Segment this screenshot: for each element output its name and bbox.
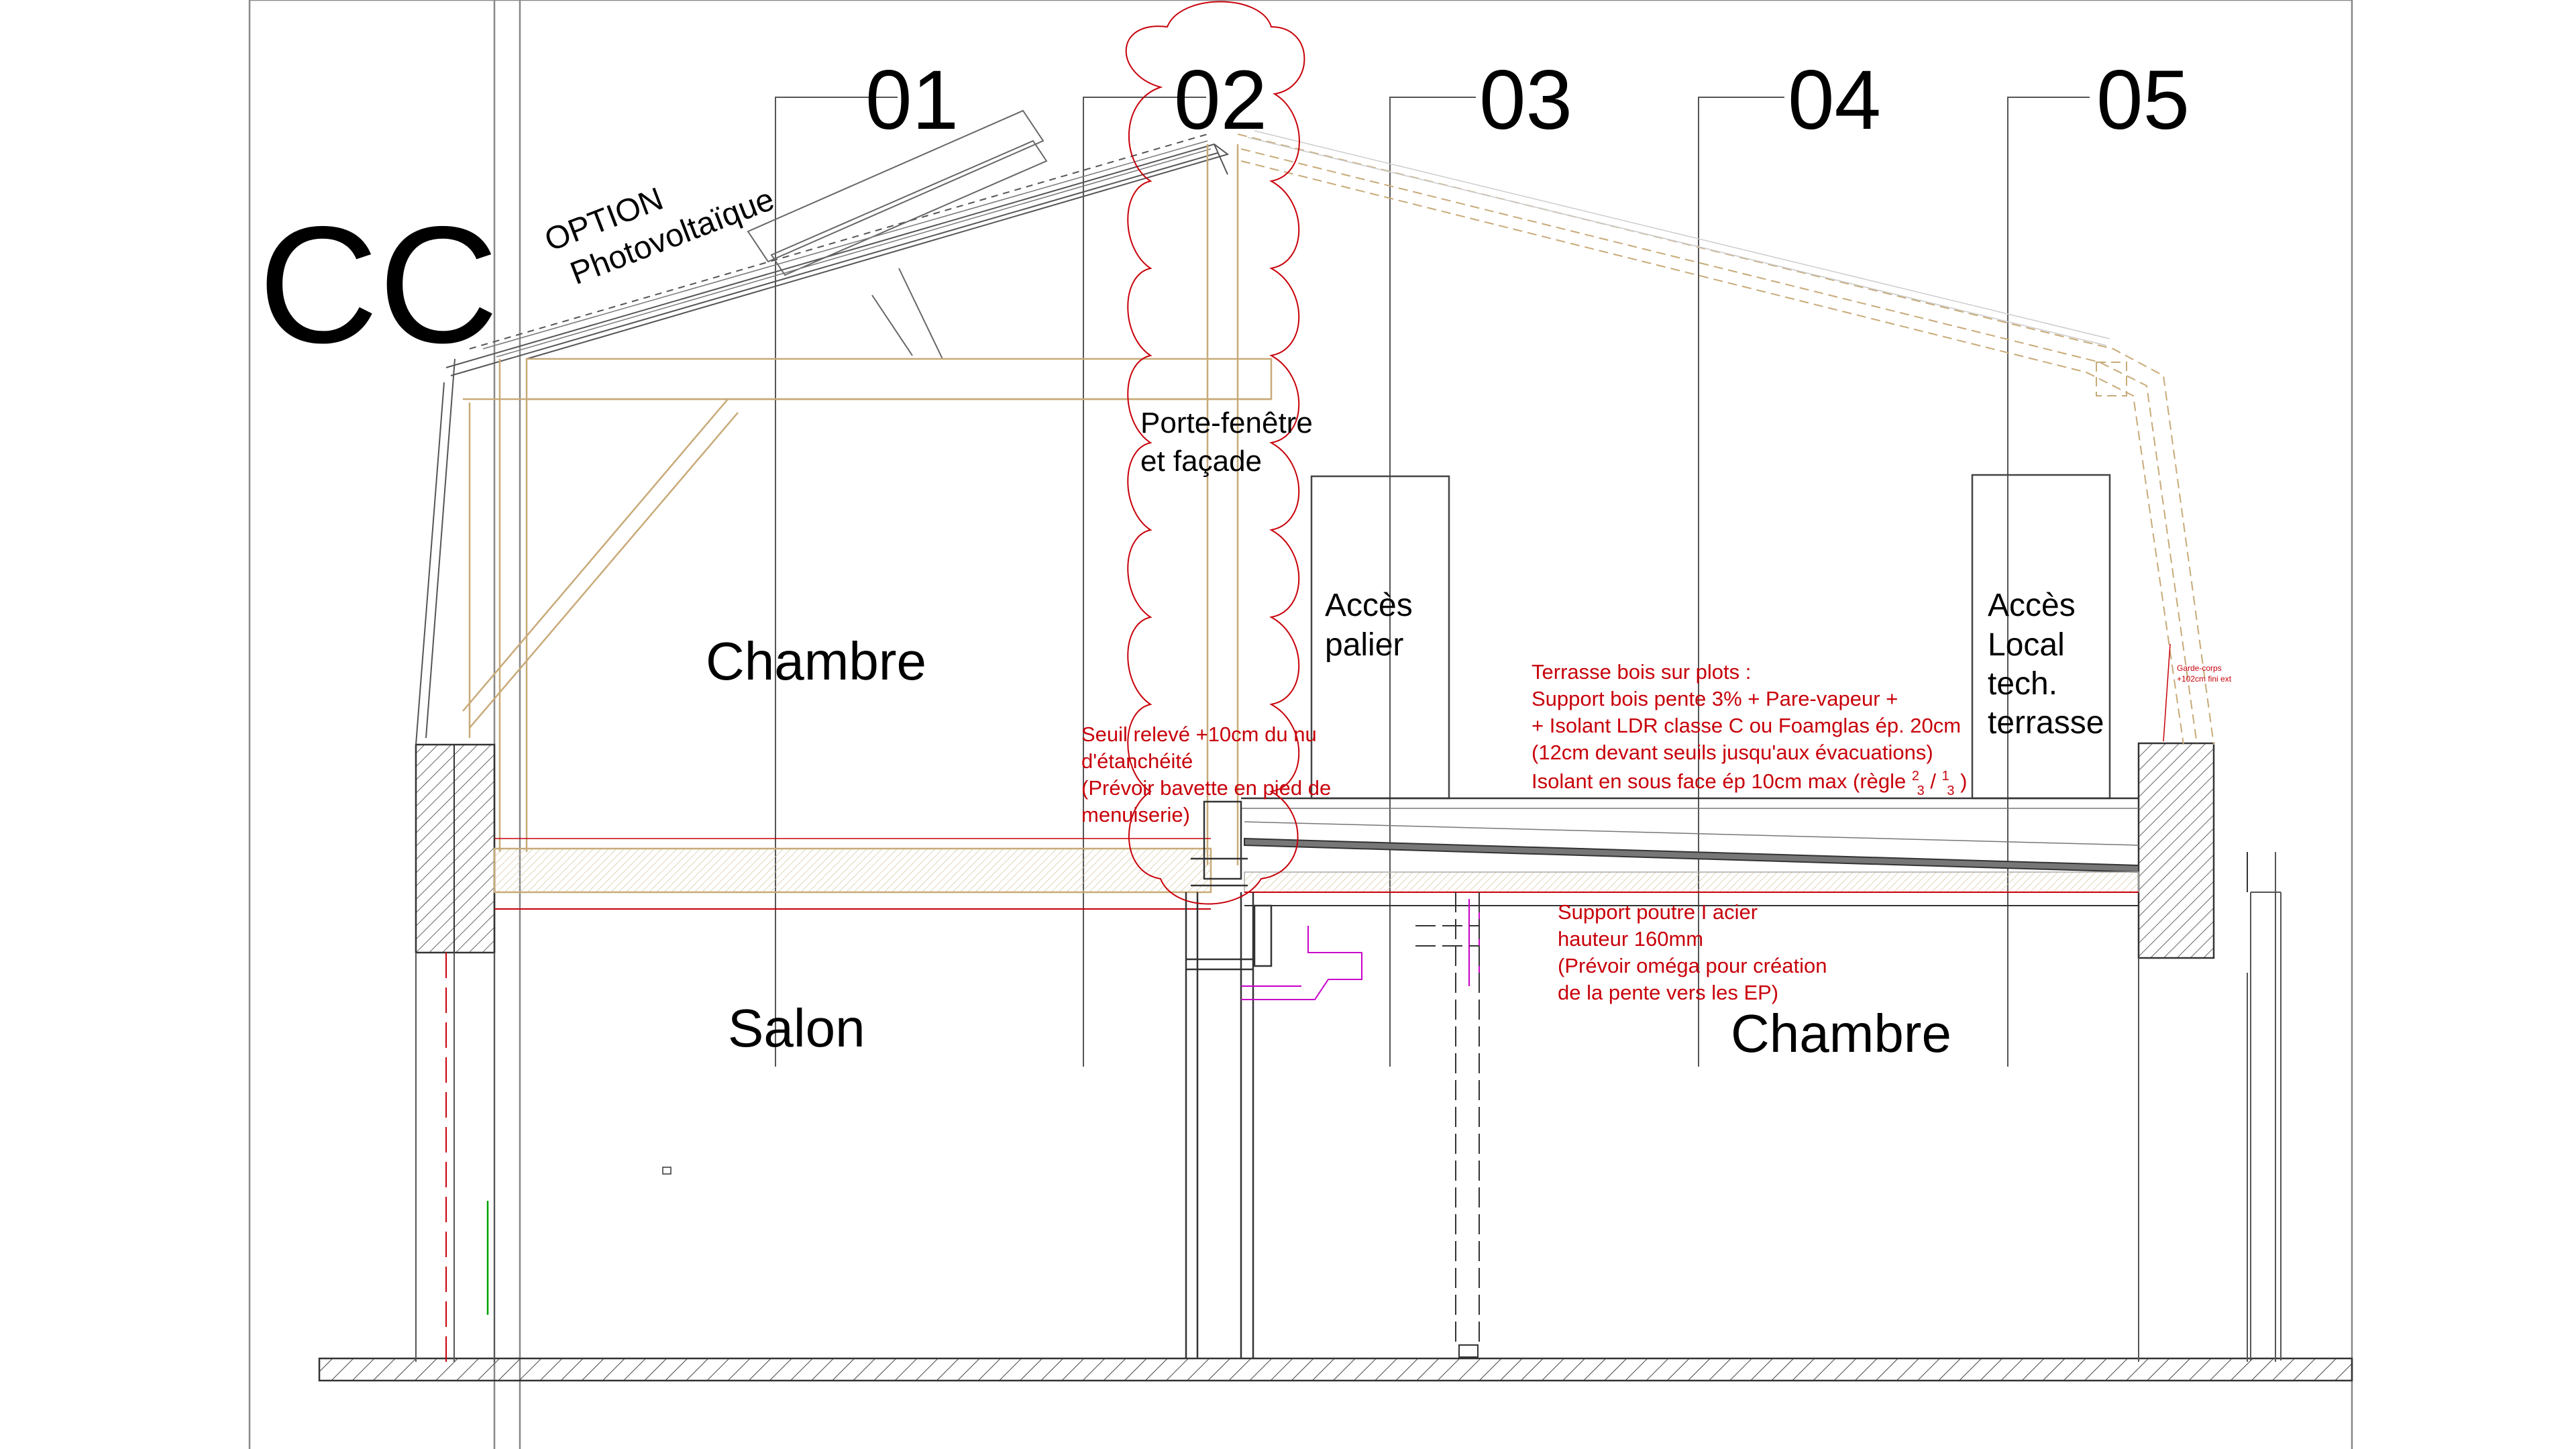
railing-mark	[2163, 643, 2171, 742]
right-wall	[2137, 742, 2276, 1362]
svg-text:Support poutre I acier: Support poutre I acier	[1558, 900, 1758, 924]
svg-text:(Prévoir oméga pour création: (Prévoir oméga pour création	[1558, 954, 1827, 977]
access-palier-label: Accès palier	[1325, 588, 1413, 663]
axis-label-04: 04	[1788, 54, 1881, 147]
roof-right-tiles	[1247, 130, 2110, 346]
axis-lines	[775, 97, 2090, 1067]
svg-text:Isolant en sous face ép 10cm m: Isolant en sous face ép 10cm max (règle …	[1532, 761, 1967, 800]
central-column	[1185, 892, 1273, 1358]
svg-text:Seuil relevé +10cm du nu: Seuil relevé +10cm du nu	[1081, 722, 1317, 746]
timber-frame	[462, 144, 1273, 865]
floor-slab-left	[493, 838, 1212, 910]
section-mark: CC	[258, 191, 498, 378]
pv-panels	[482, 109, 1212, 360]
svg-text:et façade: et façade	[1140, 445, 1262, 478]
svg-text:(Prévoir bavette en pied de: (Prévoir bavette en pied de	[1081, 776, 1331, 800]
svg-text:Garde-corps: Garde-corps	[2177, 663, 2222, 673]
axis-labels: 01 02 03 04 05	[865, 54, 2190, 147]
svg-text:Local: Local	[1988, 627, 2065, 663]
terrace-slab	[1241, 797, 2139, 906]
pv-option-label: OPTION Photovoltaïque	[540, 181, 779, 292]
exterior-post	[2250, 892, 2282, 1360]
steel-post	[1415, 892, 1480, 1348]
railing-note: Garde-corps +102cm fini ext	[2177, 663, 2232, 684]
axis-label-05: 05	[2096, 54, 2190, 147]
svg-text:+ Isolant LDR classe C ou Foam: + Isolant LDR classe C ou Foamglas ép. 2…	[1532, 714, 1961, 737]
axis-label-03: 03	[1479, 54, 1572, 147]
svg-text:(12cm devant seuils jusqu'aux: (12cm devant seuils jusqu'aux évacuation…	[1532, 741, 1933, 764]
svg-text:terrasse: terrasse	[1988, 705, 2104, 741]
access-local-label: Accès Local tech. terrasse	[1988, 588, 2104, 741]
left-wall	[415, 743, 496, 1362]
svg-text:Support bois pente 3% + Pare-v: Support bois pente 3% + Pare-vapeur +	[1532, 687, 1898, 710]
svg-text:Porte-fenêtre: Porte-fenêtre	[1140, 407, 1313, 439]
room-chambre-upper: Chambre	[706, 631, 926, 691]
svg-text:+102cm fini ext: +102cm fini ext	[2177, 674, 2232, 684]
svg-text:de la pente vers les EP): de la pente vers les EP)	[1558, 981, 1778, 1004]
svg-text:Terrasse bois sur plots :: Terrasse bois sur plots :	[1532, 660, 1751, 684]
steel-beam	[1241, 899, 1480, 1000]
svg-text:hauteur 160mm: hauteur 160mm	[1558, 927, 1703, 951]
room-salon: Salon	[728, 998, 865, 1058]
svg-text:menuiserie): menuiserie)	[1081, 803, 1190, 826]
terrace-note: Terrasse bois sur plots : Support bois p…	[1532, 660, 1967, 800]
axis-label-01: 01	[865, 54, 959, 147]
sill-note: Seuil relevé +10cm du nu d'étanchéité (P…	[1081, 722, 1331, 826]
beam-note: Support poutre I acier hauteur 160mm (Pr…	[1558, 900, 1827, 1004]
door-sill	[1191, 800, 1248, 887]
axis-label-02: 02	[1174, 54, 1267, 147]
revision-cloud	[1125, 1, 1305, 905]
svg-text:d'étanchéité: d'étanchéité	[1081, 749, 1193, 773]
ground-slab	[318, 1357, 2353, 1382]
svg-text:Accès: Accès	[1325, 588, 1413, 623]
room-chambre-lower: Chambre	[1731, 1004, 1951, 1063]
svg-text:tech.: tech.	[1988, 666, 2057, 702]
cloud-note: Porte-fenêtre et façade	[1140, 407, 1313, 478]
level-marker	[662, 1167, 672, 1175]
svg-text:Accès: Accès	[1988, 588, 2076, 623]
post-base	[1458, 1344, 1479, 1358]
svg-text:palier: palier	[1325, 627, 1403, 663]
